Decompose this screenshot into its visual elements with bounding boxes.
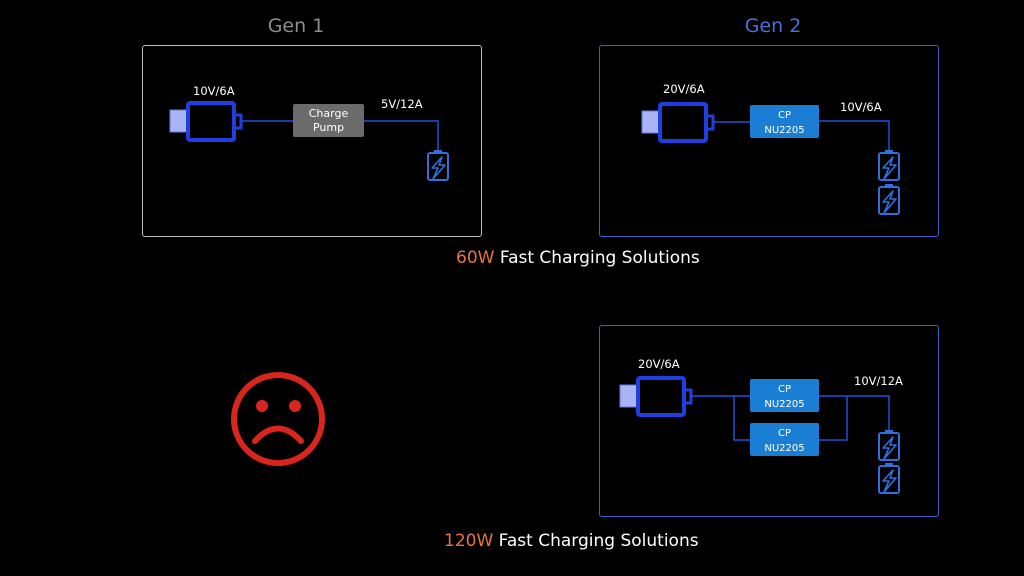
gen120-chip1-line2: NU2205 [764,399,804,410]
gen120-chip1-line1: CP [778,384,791,395]
gen2-cp-chip [750,105,819,138]
caption-120w-watt: 120W [444,531,494,551]
gen1-chip-line1: Charge [309,107,349,120]
sad-face-icon [231,372,325,466]
gen1-charger-icon [168,101,243,142]
gen2-chip-line2: NU2205 [764,125,804,136]
gen2-battery-icon-2 [878,183,900,215]
caption-120w-text: Fast Charging Solutions [498,531,699,551]
gen1-diagram: 10V/6A Charge Pump 5V/12A [168,84,449,181]
gen120-chip2-line1: CP [778,428,791,439]
gen2-panel [599,45,939,237]
gen120-panel [599,325,939,517]
gen1-input-label: 10V/6A [193,84,235,98]
gen2-charger-icon [640,102,715,143]
caption-60w-text: Fast Charging Solutions [499,248,700,268]
caption-60w-watt: 60W [456,248,495,268]
gen120-output-label: 10V/12A [854,374,903,388]
gen120-cp-chip-1 [750,379,819,412]
gen120-diagram: 20V/6A CP NU2205 CP NU2205 10V/12A [618,357,903,494]
gen2-chip-line1: CP [778,110,791,121]
gen1-chip-line2: Pump [313,121,344,134]
gen2-battery-icon-1 [878,149,900,181]
gen1-battery-icon [427,149,449,181]
gen1-panel [142,45,482,237]
gen2-output-label: 10V/6A [840,100,882,114]
gen1-charge-pump-chip [293,104,364,137]
gen120-cp-chip-2 [750,423,819,456]
gen1-output-label: 5V/12A [381,97,423,111]
gen120-charger-icon [618,376,693,417]
gen2-title: Gen 2 [744,15,802,37]
gen1-title: Gen 1 [267,15,325,37]
caption-60w: 60W Fast Charging Solutions [456,248,700,268]
gen120-input-label: 20V/6A [638,357,680,371]
gen2-input-label: 20V/6A [663,82,705,96]
gen2-diagram: 20V/6A CP NU2205 10V/6A [640,82,900,215]
gen120-chip2-line2: NU2205 [764,443,804,454]
gen120-battery-icon-1 [878,429,900,461]
gen120-battery-icon-2 [878,462,900,494]
caption-120w: 120W Fast Charging Solutions [444,531,699,551]
